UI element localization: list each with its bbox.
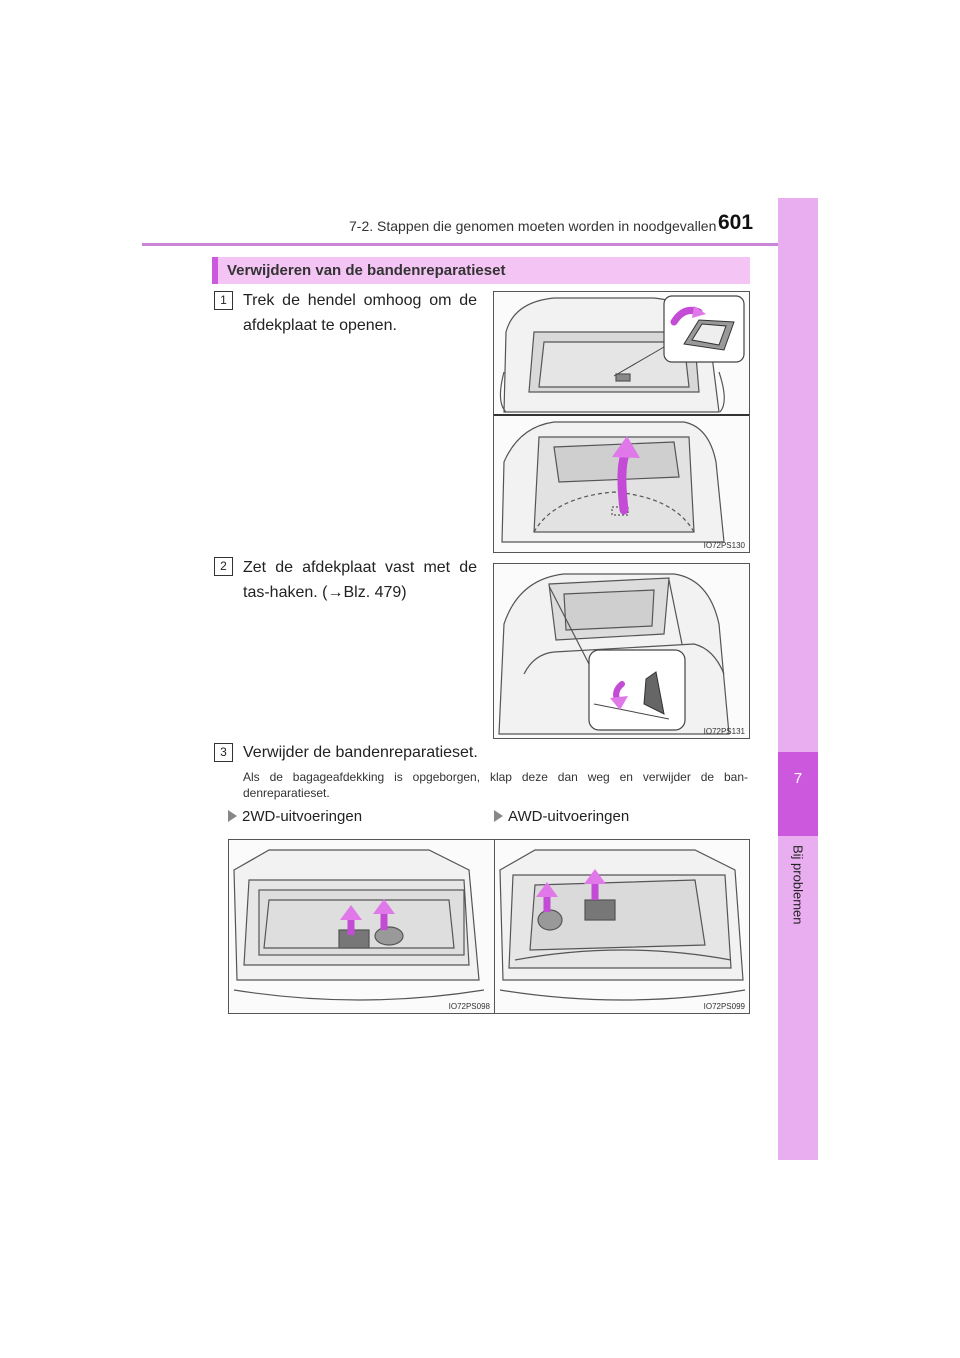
header-section-path: 7-2. Stappen die genomen moeten worden i… xyxy=(349,218,717,234)
triangle-bullet-icon xyxy=(494,810,503,822)
variant-label-awd-text: AWD-uitvoeringen xyxy=(508,808,630,825)
figure-open-cover: IO72PS130 xyxy=(493,291,750,553)
chapter-side-tab xyxy=(778,198,818,1160)
step-number-2: 2 xyxy=(214,557,233,576)
variant-label-awd: AWD-uitvoeringen xyxy=(494,808,629,825)
figure-secure-cover: IO72PS131 xyxy=(493,563,750,739)
cargo-floor-awd-illustration xyxy=(499,849,746,1001)
chapter-number: 7 xyxy=(793,770,803,787)
figure-code-2: IO72PS131 xyxy=(703,727,745,736)
cargo-area-illustration-hooks xyxy=(498,573,730,735)
page-number: 601 xyxy=(718,211,754,234)
section-heading-bar: Verwijderen van de bandenreparatieset xyxy=(212,257,750,284)
figure-code-1: IO72PS130 xyxy=(703,541,745,550)
step-number-1: 1 xyxy=(214,291,233,310)
step-number-3: 3 xyxy=(214,743,233,762)
figure-2wd-repair-kit: IO72PS098 xyxy=(228,839,495,1014)
header-rule xyxy=(142,243,818,246)
cargo-floor-2wd-illustration xyxy=(233,849,485,1001)
step-text-2: Zet de afdekplaat vast met de tas-haken.… xyxy=(243,559,477,601)
figure-divider xyxy=(494,414,749,416)
chapter-title: Bij problemen xyxy=(790,845,806,925)
variant-label-2wd: 2WD-uitvoeringen xyxy=(228,808,362,825)
chapter-side-tab-active[interactable] xyxy=(778,752,818,836)
figure-code-3: IO72PS098 xyxy=(448,1002,490,1011)
step-text-3: Verwijder de bandenreparatieset. xyxy=(243,744,478,761)
section-title: Verwijderen van de bandenreparatieset xyxy=(227,262,506,279)
figure-awd-repair-kit: IO72PS099 xyxy=(494,839,750,1014)
cargo-area-illustration-open xyxy=(499,295,745,543)
variant-label-2wd-text: 2WD-uitvoeringen xyxy=(242,808,363,825)
triangle-bullet-icon xyxy=(228,810,237,822)
note-text: Als de bagageafdekking is opgeborgen, kl… xyxy=(243,770,748,800)
step-text-1: Trek de hendel omhoog om de afdekplaat t… xyxy=(243,292,477,334)
figure-code-4: IO72PS099 xyxy=(703,1002,745,1011)
